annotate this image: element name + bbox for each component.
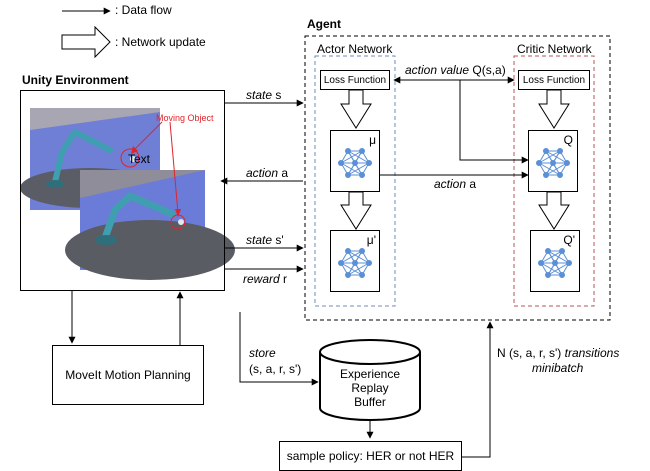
actor-loss-function-label: Loss Function bbox=[323, 74, 387, 86]
moving-object-label: Moving Object bbox=[156, 113, 214, 123]
critic-network-group bbox=[513, 55, 595, 307]
action-value-label: action value Q(s,a) bbox=[405, 63, 506, 77]
actor-target-neural-net-icon bbox=[337, 247, 373, 279]
mu-prime-label: μ' bbox=[366, 233, 376, 247]
legend-data-flow-label: : Data flow bbox=[115, 3, 172, 17]
actor-neural-net-icon bbox=[337, 147, 373, 179]
transitions-label: N (s, a, r, s') transitions bbox=[497, 346, 620, 360]
state-s-label: state s bbox=[246, 88, 282, 102]
unity-scene-image bbox=[20, 108, 235, 280]
q-value-connector bbox=[459, 80, 529, 164]
sample-policy-label: sample policy: HER or not HER bbox=[286, 449, 455, 463]
critic-q-network-box: Q bbox=[528, 130, 578, 192]
legend-network-update-arrow bbox=[61, 25, 111, 59]
moving-object-marker-1 bbox=[120, 148, 140, 168]
store-arrow bbox=[239, 312, 319, 386]
agent-title: Agent bbox=[307, 17, 341, 31]
critic-target-neural-net-icon bbox=[537, 247, 573, 279]
actor-network-title: Actor Network bbox=[317, 42, 393, 56]
moveit-motion-planning-box: MoveIt Motion Planning bbox=[52, 345, 204, 405]
actor-mu-network-box: μ bbox=[330, 130, 380, 192]
minibatch-arrow bbox=[462, 321, 494, 458]
agent-boundary bbox=[304, 35, 611, 321]
critic-update-arrow-2 bbox=[538, 191, 570, 230]
minibatch-label: minibatch bbox=[532, 361, 584, 375]
buffer-label-line-1: Experience bbox=[339, 367, 401, 381]
critic-loss-function-label: Loss Function bbox=[522, 74, 586, 86]
store-label: store bbox=[249, 346, 276, 360]
action-a-mid-label: action a bbox=[434, 177, 477, 191]
q-prime-label: Q' bbox=[563, 233, 575, 247]
moving-object-pointer-2 bbox=[169, 121, 179, 214]
buffer-label-line-3: Buffer bbox=[354, 395, 386, 409]
unity-text-label: Text bbox=[128, 152, 151, 166]
actor-loss-function-box: Loss Function bbox=[320, 70, 390, 90]
critic-network-title: Critic Network bbox=[517, 42, 592, 56]
moveit-label: MoveIt Motion Planning bbox=[65, 368, 191, 382]
actor-update-arrow-2 bbox=[340, 191, 372, 230]
store-tuple-label: (s, a, r, s') bbox=[249, 362, 302, 376]
critic-update-arrow-1 bbox=[538, 89, 570, 129]
reward-label: reward r bbox=[243, 272, 288, 286]
unity-environment-box bbox=[20, 90, 225, 291]
critic-q-prime-network-box: Q' bbox=[530, 230, 580, 292]
legend-network-update-label: : Network update bbox=[115, 35, 206, 49]
action-a-label: action a bbox=[246, 166, 289, 180]
actor-mu-prime-network-box: μ' bbox=[330, 230, 380, 292]
replay-buffer-cylinder bbox=[319, 339, 421, 421]
actor-network-group bbox=[314, 55, 396, 307]
actor-update-arrow-1 bbox=[340, 89, 372, 129]
buffer-label-line-2: Replay bbox=[351, 381, 389, 395]
critic-loss-function-box: Loss Function bbox=[518, 70, 590, 90]
mu-label: μ bbox=[369, 133, 376, 147]
q-label: Q bbox=[563, 133, 573, 147]
sample-policy-box: sample policy: HER or not HER bbox=[279, 441, 462, 471]
unity-environment-title: Unity Environment bbox=[22, 73, 129, 87]
moving-object-pointer-1 bbox=[133, 121, 163, 151]
state-s-prime-label: state s' bbox=[246, 233, 284, 247]
critic-neural-net-icon bbox=[535, 147, 571, 179]
